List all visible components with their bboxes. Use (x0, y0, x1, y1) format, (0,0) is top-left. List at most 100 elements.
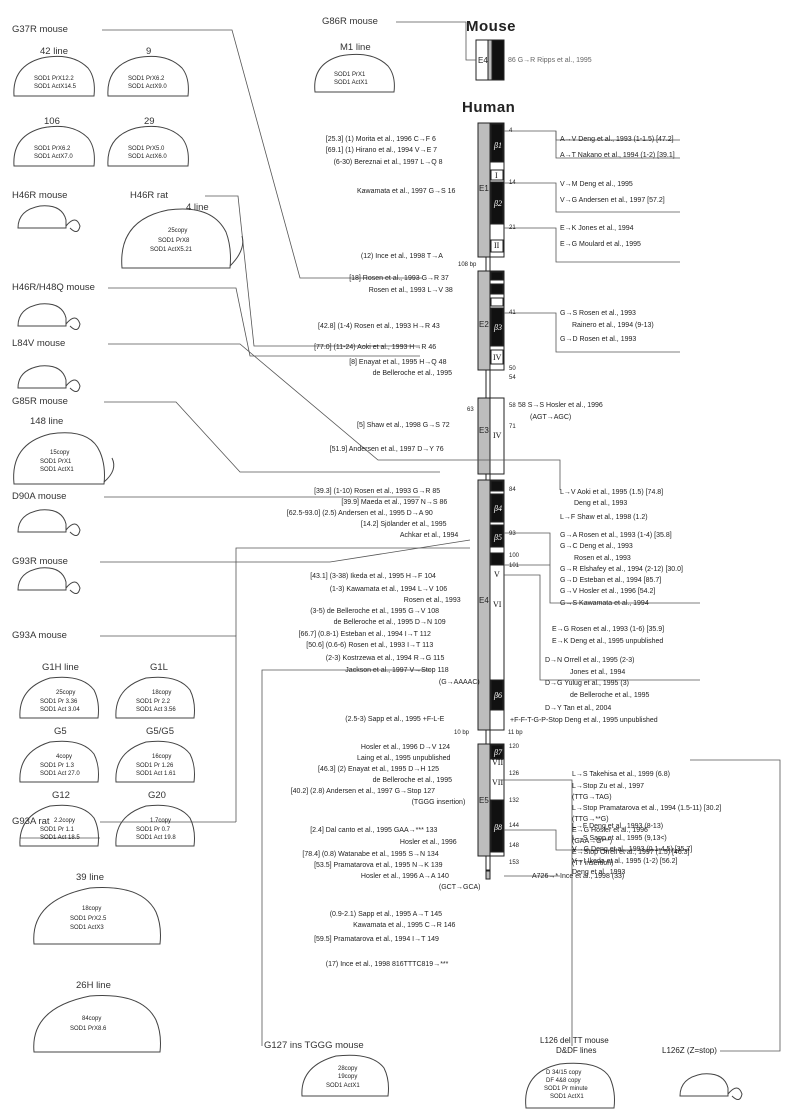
g5-label: G5 (54, 726, 67, 737)
right-mutation-entry: Rainero et al., 1994 (9-13) (572, 321, 654, 330)
left-mutation-entry: (6-30) Bereznai et al., 1997 L→Q 8 (334, 158, 443, 167)
right-mutation-entry: A→V Deng et al., 1993 (1-1.5) [47.2] (560, 135, 674, 144)
left-mutation-entry: (TGGG insertion) (412, 798, 466, 807)
svg-text:β7: β7 (493, 748, 503, 757)
right-mutation-entry: L→Stop Zu et al., 1997 (572, 782, 644, 791)
pos-50: 50 (509, 366, 516, 373)
l126-d-copy: D 34/15 copy (546, 1070, 581, 1077)
left-mutation-entry: [40.2] (2.8) Andersen et al., 1997 G→Sto… (291, 787, 435, 796)
line-39-pr: SOD1 PrX2.5 (70, 916, 106, 923)
g12-act: SOD1 Act 18.5 (40, 835, 80, 842)
left-mutation-entry: [39.3] (1-10) Rosen et al., 1993 G→R 85 (314, 487, 440, 496)
left-mutation-entry: Laing et al., 1995 unpublished (357, 754, 450, 763)
left-mutation-entry: [78.4] (0.8) Watanabe et al., 1995 S→N 1… (302, 850, 438, 859)
svg-text:β6: β6 (493, 691, 502, 700)
left-mutation-entry: [50.6] (0.6-6) Rosen et al., 1993 I→T 11… (306, 641, 433, 650)
pos-120: 120 (509, 744, 519, 751)
line-106-label: 106 (44, 116, 60, 127)
pos-100: 100 (509, 553, 519, 560)
pos-63: 63 (467, 407, 474, 414)
line-26h-label: 26H line (76, 980, 111, 991)
right-mutation-entry: D→G Yulug et al., 1995 (3) (545, 679, 629, 688)
right-mutation-entry: E→G Rosen et al., 1993 (1-6) [35.9] (552, 625, 664, 634)
left-mutation-entry: de Belleroche et al., 1995 D→N 109 (334, 618, 446, 627)
g93a-mouse-title: G93A mouse (12, 630, 67, 641)
right-mutation-entry: D→N Orrell et al., 1995 (2-3) (545, 656, 634, 665)
g12-copy: 2.2copy (54, 818, 75, 825)
g1l-act: SOD1 Act 3.56 (136, 707, 176, 714)
right-mutation-entry: G→S Rosen et al., 1993 (560, 309, 636, 318)
g86r-mouse-title: G86R mouse (322, 16, 378, 27)
line-26h-pr: SOD1 PrX8.6 (70, 1026, 106, 1033)
exon-e1: E1 (479, 184, 489, 193)
g93a-rat-title: G93A rat (12, 816, 50, 827)
m1-box-line1: SOD1 PrX1 (334, 72, 365, 79)
ripps-reference: 86 G→R Ripps et al., 1995 (508, 56, 592, 65)
intron-11bp: 11 bp (508, 730, 523, 737)
svg-text:β3: β3 (493, 323, 502, 332)
left-mutation-entry: [59.5] Pramatarova et al., 1994 I→T 149 (314, 935, 439, 944)
intron-10bp: 10 bp (454, 730, 469, 737)
pos-153: 153 (509, 860, 519, 867)
svg-text:I: I (495, 171, 498, 180)
l126-pr: SOD1 Pr minute (544, 1086, 588, 1093)
left-mutation-entry: Hosler et al., 1996 D→V 124 (361, 743, 450, 752)
pos-126: 126 (509, 771, 519, 778)
l126-title: L126 del TT mouse (540, 1036, 609, 1045)
svg-text:β8: β8 (493, 823, 502, 832)
left-mutation-entry: (2.5-3) Sapp et al., 1995 +F-L-E (345, 715, 444, 724)
g20-copy: 1.7copy (150, 818, 171, 825)
line-148-pr: SOD1 PrX1 (40, 459, 71, 466)
line-39-copy: 18copy (82, 906, 101, 913)
l126z-title: L126Z (Z=stop) (662, 1046, 717, 1055)
g37r-mouse-title: G37R mouse (12, 24, 68, 35)
svg-text:II: II (494, 241, 500, 250)
g5g5-copy: 16copy (152, 754, 171, 761)
g5-pr: SOD1 Pr 1.3 (40, 763, 74, 770)
line-42-label: 42 line (40, 46, 68, 57)
svg-text:VII: VII (492, 778, 503, 787)
pos-84: 84 (509, 487, 516, 494)
line-29-act: SOD1 ActX6.0 (128, 154, 167, 161)
line-4-label: 4 line (186, 202, 209, 213)
pos-71: 71 (509, 424, 516, 431)
g1h-copy: 25copy (56, 690, 75, 697)
line-9-pr: SOD1 PrX6.2 (128, 76, 164, 83)
right-mutation-entry: E→K Deng et al., 1995 unpublished (552, 637, 663, 646)
right-mutation-entry: V→G Andersen et al., 1997 [57.2] (560, 196, 665, 205)
exon-e4: E4 (479, 596, 489, 605)
left-mutation-entry: Rosen et al., 1993 (404, 596, 461, 605)
left-mutation-entry: (12) Ince et al., 1998 T→A (361, 252, 443, 261)
l126-act: SOD1 ActX1 (550, 1094, 584, 1101)
line-9-act: SOD1 ActX9.0 (128, 84, 167, 91)
right-mutation-entry: L→Stop Pramatarova et al., 1994 (1.5-11)… (572, 804, 721, 813)
g5g5-label: G5/G5 (146, 726, 174, 737)
exon-4-left (478, 480, 490, 730)
pos-132: 132 (509, 798, 519, 805)
left-mutation-entry: Jackson et al., 1997 V→Stop 118 (345, 666, 448, 675)
left-mutation-entry: [2.4] Dal canto et al., 1995 GAA→*** 133 (310, 826, 437, 835)
pos-54: 54 (509, 375, 516, 382)
l126-lines: D&DF lines (556, 1046, 596, 1055)
right-mutation-entry: Jones et al., 1994 (570, 668, 625, 677)
left-mutation-entry: (0.9-2.1) Sapp et al., 1995 A→T 145 (330, 910, 442, 919)
right-mutation-entry: Deng et al., 1993 (574, 499, 627, 508)
pos-58: 58 (509, 403, 516, 410)
right-mutation-entry: E→G Moulard et al., 1995 (560, 240, 641, 249)
g5-act: SOD1 Act 27.0 (40, 771, 80, 778)
svg-text:β4: β4 (493, 504, 502, 513)
pos-21: 21 (509, 225, 516, 232)
left-mutation-entry: de Belleroche et al., 1995 (373, 776, 452, 785)
l84v-mouse-title: L84V mouse (12, 338, 65, 349)
left-mutation-entry: (GCT→GCA) (439, 883, 481, 892)
left-mutation-entry: [51.9] Andersen et al., 1997 D→Y 76 (330, 445, 444, 454)
d90a-mouse-title: D90A mouse (12, 491, 66, 502)
g1h-act: SOD1 Act 3.04 (40, 707, 80, 714)
right-mutation-entry: L→V Aoki et al., 1995 (1.5) [74.8] (560, 488, 663, 497)
exon-e3: E3 (479, 426, 489, 435)
left-mutation-entry: [62.5-93.0] (2.5) Andersen et al., 1995 … (287, 509, 433, 518)
line-148-act: SOD1 ActX1 (40, 467, 74, 474)
svg-text:β1: β1 (493, 141, 502, 150)
g85r-mouse-title: G85R mouse (12, 396, 68, 407)
